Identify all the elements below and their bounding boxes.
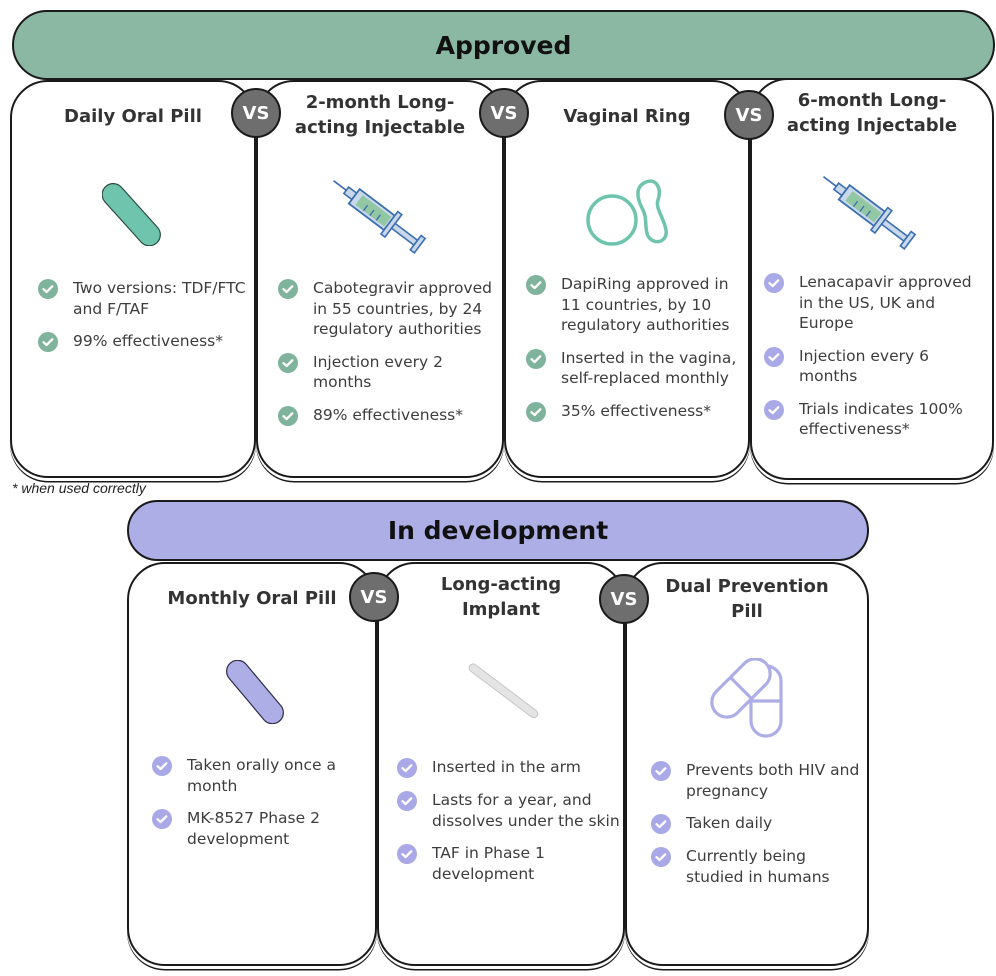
check-circle-icon bbox=[526, 275, 546, 295]
vs-badge: VS bbox=[349, 572, 399, 622]
check-circle-icon bbox=[764, 273, 784, 293]
pill-icon bbox=[102, 183, 161, 246]
bullet-list: Lenacapavir approved in the US, UK and E… bbox=[764, 272, 990, 452]
implant-rod-icon bbox=[468, 663, 539, 719]
check-circle-icon bbox=[152, 809, 172, 829]
bullet-list: Taken orally once a month MK-8527 Phase … bbox=[152, 755, 374, 861]
footnote: * when used correctly bbox=[12, 480, 146, 496]
card-title: Monthly Oral Pill bbox=[167, 588, 337, 609]
list-item: Trials indicates 100% effectiveness* bbox=[764, 399, 990, 440]
approved-banner: Approved bbox=[12, 10, 995, 80]
list-item: Prevents both HIV and pregnancy bbox=[651, 760, 867, 801]
bullet-list: Inserted in the arm Lasts for a year, an… bbox=[397, 757, 623, 896]
list-item: Lenacapavir approved in the US, UK and E… bbox=[764, 272, 990, 334]
list-item: Two versions: TDF/FTC and F/TAF bbox=[38, 278, 248, 319]
card-vaginal-ring: Vaginal Ring DapiRing approved in 11 cou… bbox=[504, 80, 750, 478]
list-item: 89% effectiveness* bbox=[278, 405, 500, 426]
syringe-icon bbox=[822, 176, 917, 251]
check-circle-icon bbox=[651, 814, 671, 834]
list-item: TAF in Phase 1 development bbox=[397, 843, 623, 884]
check-circle-icon bbox=[278, 279, 298, 299]
check-circle-icon bbox=[651, 847, 671, 867]
list-item: MK-8527 Phase 2 development bbox=[152, 808, 374, 849]
syringe-icon bbox=[332, 180, 427, 255]
card-title: Vaginal Ring bbox=[563, 106, 691, 127]
card-daily-oral-pill: Daily Oral Pill Two versions: TDF/FTC an… bbox=[10, 80, 256, 478]
list-item: Injection every 2 months bbox=[278, 352, 500, 393]
capsules-icon bbox=[710, 658, 783, 738]
card-2-month-injectable: 2-month Long- acting Injectable Cabotegr… bbox=[256, 80, 504, 478]
in-development-title: In development bbox=[387, 516, 609, 545]
list-item: 35% effectiveness* bbox=[526, 401, 748, 422]
check-circle-icon bbox=[397, 844, 417, 864]
bullet-list: Two versions: TDF/FTC and F/TAF 99% effe… bbox=[38, 278, 248, 364]
card-dual-prevention-pill: Dual Prevention Pill Prevents both HIV a… bbox=[625, 562, 869, 966]
card-6-month-injectable: 6-month Long- acting Injectable Lenacapa… bbox=[750, 78, 994, 480]
check-circle-icon bbox=[38, 279, 58, 299]
check-circle-icon bbox=[397, 758, 417, 778]
pill-icon bbox=[226, 660, 284, 724]
check-circle-icon bbox=[397, 791, 417, 811]
check-circle-icon bbox=[526, 401, 546, 422]
bullet-list: Prevents both HIV and pregnancy Taken da… bbox=[651, 760, 867, 899]
approved-title: Approved bbox=[435, 30, 572, 60]
vs-badge: VS bbox=[724, 90, 774, 140]
list-item: Inserted in the arm bbox=[397, 757, 623, 778]
vaginal-ring-icon bbox=[586, 179, 668, 246]
card-monthly-oral-pill: Monthly Oral Pill Taken orally once a mo… bbox=[127, 562, 377, 966]
check-circle-icon bbox=[764, 399, 784, 420]
bullet-list: DapiRing approved in 11 countries, by 10… bbox=[526, 274, 748, 434]
card-title: 2-month Long- acting Injectable bbox=[294, 92, 466, 138]
check-circle-icon bbox=[764, 346, 784, 367]
list-item: 99% effectiveness* bbox=[38, 331, 248, 352]
list-item: DapiRing approved in 11 countries, by 10… bbox=[526, 274, 748, 336]
check-circle-icon bbox=[278, 405, 298, 426]
check-circle-icon bbox=[38, 332, 58, 352]
vs-badge: VS bbox=[599, 574, 649, 624]
bullet-list: Cabotegravir approved in 55 countries, b… bbox=[278, 278, 500, 438]
in-development-banner: In development bbox=[127, 500, 869, 561]
vs-badge: VS bbox=[231, 88, 281, 138]
card-long-acting-implant: Long-acting Implant Inserted in the arm … bbox=[377, 562, 625, 966]
list-item: Currently being studied in humans bbox=[651, 846, 867, 887]
check-circle-icon bbox=[651, 761, 671, 781]
list-item: Taken orally once a month bbox=[152, 755, 374, 796]
card-title: Long-acting Implant bbox=[440, 574, 562, 620]
list-item: Taken daily bbox=[651, 813, 867, 834]
check-circle-icon bbox=[526, 348, 546, 369]
vs-badge: VS bbox=[479, 88, 529, 138]
list-item: Inserted in the vagina, self-replaced mo… bbox=[526, 348, 748, 389]
list-item: Cabotegravir approved in 55 countries, b… bbox=[278, 278, 500, 340]
list-item: Lasts for a year, and dissolves under th… bbox=[397, 790, 623, 831]
check-circle-icon bbox=[152, 756, 172, 776]
card-title: 6-month Long- acting Injectable bbox=[786, 90, 958, 136]
list-item: Injection every 6 months bbox=[764, 346, 990, 387]
card-title: Dual Prevention Pill bbox=[665, 576, 829, 622]
check-circle-icon bbox=[278, 352, 298, 373]
card-title: Daily Oral Pill bbox=[64, 106, 202, 127]
